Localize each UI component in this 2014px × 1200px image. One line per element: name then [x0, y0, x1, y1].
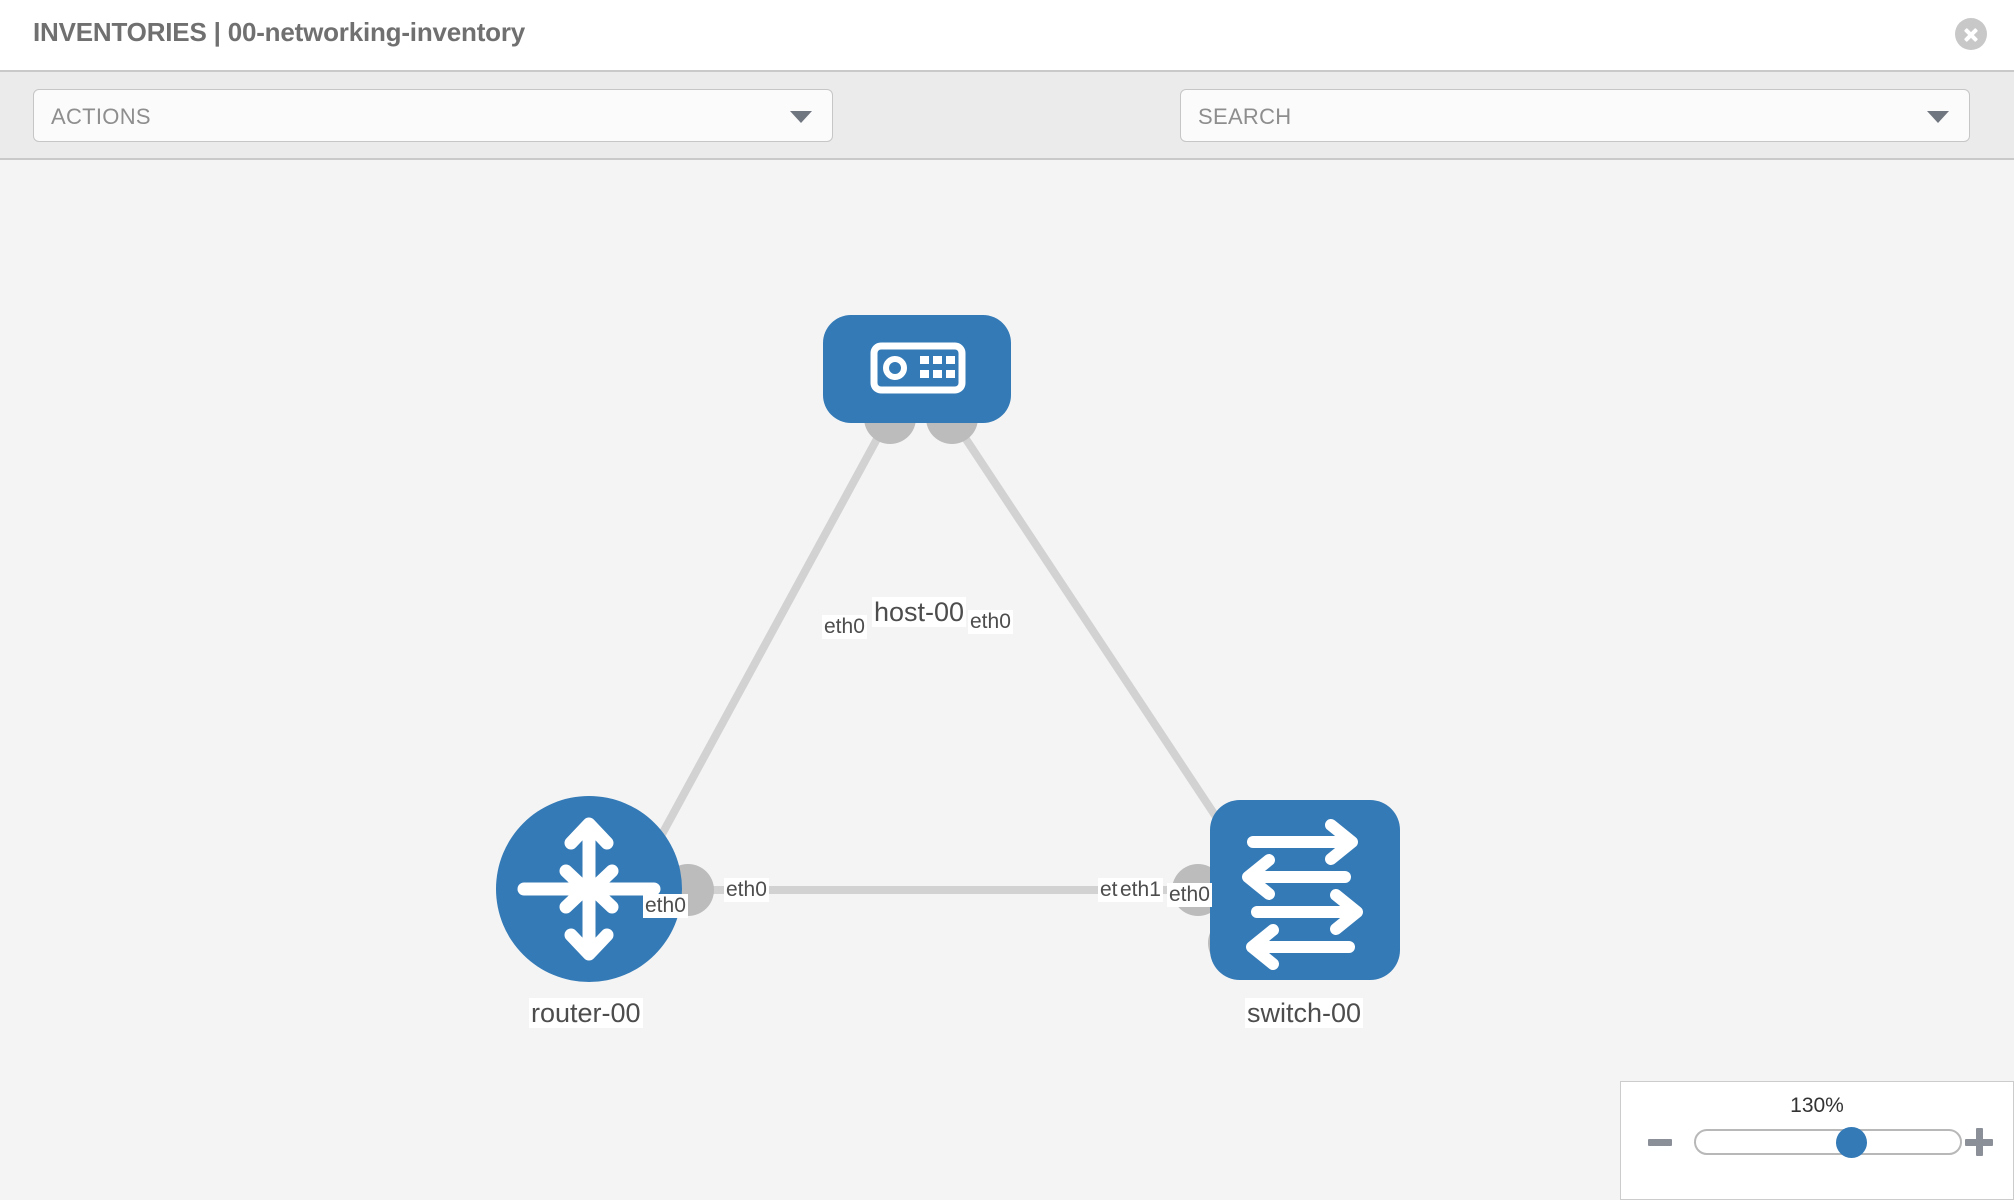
edge-host-router[interactable]	[644, 413, 894, 862]
chevron-down-icon	[1927, 111, 1949, 123]
topology-graph	[496, 315, 1400, 982]
zoom-control-panel: 130%	[1620, 1081, 2014, 1200]
topology-canvas[interactable]: eth0 host-00 eth0 eth0 eth0 eth0 eth0 et…	[0, 160, 2014, 1200]
close-icon[interactable]	[1955, 18, 1987, 50]
search-placeholder: SEARCH	[1198, 104, 1292, 129]
actions-dropdown-label: ACTIONS	[51, 104, 151, 129]
node-label-switch-00: switch-00	[1245, 998, 1364, 1029]
iface-label-host-right: eth0	[968, 610, 1013, 634]
plus-icon[interactable]	[1965, 1128, 1993, 1156]
minus-icon[interactable]	[1648, 1139, 1672, 1146]
page-title: INVENTORIES | 00-networking-inventory	[33, 17, 526, 47]
zoom-slider-thumb[interactable]	[1836, 1127, 1868, 1158]
node-router-00[interactable]	[496, 796, 682, 982]
zoom-slider-track[interactable]	[1694, 1129, 1962, 1155]
iface-label-switch-left: eth1	[1118, 878, 1163, 902]
edge-host-switch[interactable]	[946, 412, 1242, 853]
actions-dropdown[interactable]: ACTIONS	[33, 89, 833, 142]
toolbar: ACTIONS SEARCH	[0, 70, 2014, 199]
node-label-router-00: router-00	[529, 998, 643, 1029]
iface-label-router-right: eth0	[724, 878, 769, 902]
iface-label-router-up: eth0	[643, 894, 688, 918]
node-switch-00[interactable]	[1210, 800, 1400, 980]
node-host-00[interactable]	[823, 315, 1011, 423]
node-label-host-00: host-00	[872, 597, 967, 628]
iface-label-switch-up: eth0	[1167, 883, 1212, 907]
chevron-down-icon	[790, 111, 812, 123]
iface-label-host-left: eth0	[822, 615, 867, 639]
page-header: INVENTORIES | 00-networking-inventory	[0, 0, 2014, 70]
search-input[interactable]: SEARCH	[1180, 89, 1970, 142]
zoom-percent-label: 130%	[1790, 1094, 1844, 1117]
